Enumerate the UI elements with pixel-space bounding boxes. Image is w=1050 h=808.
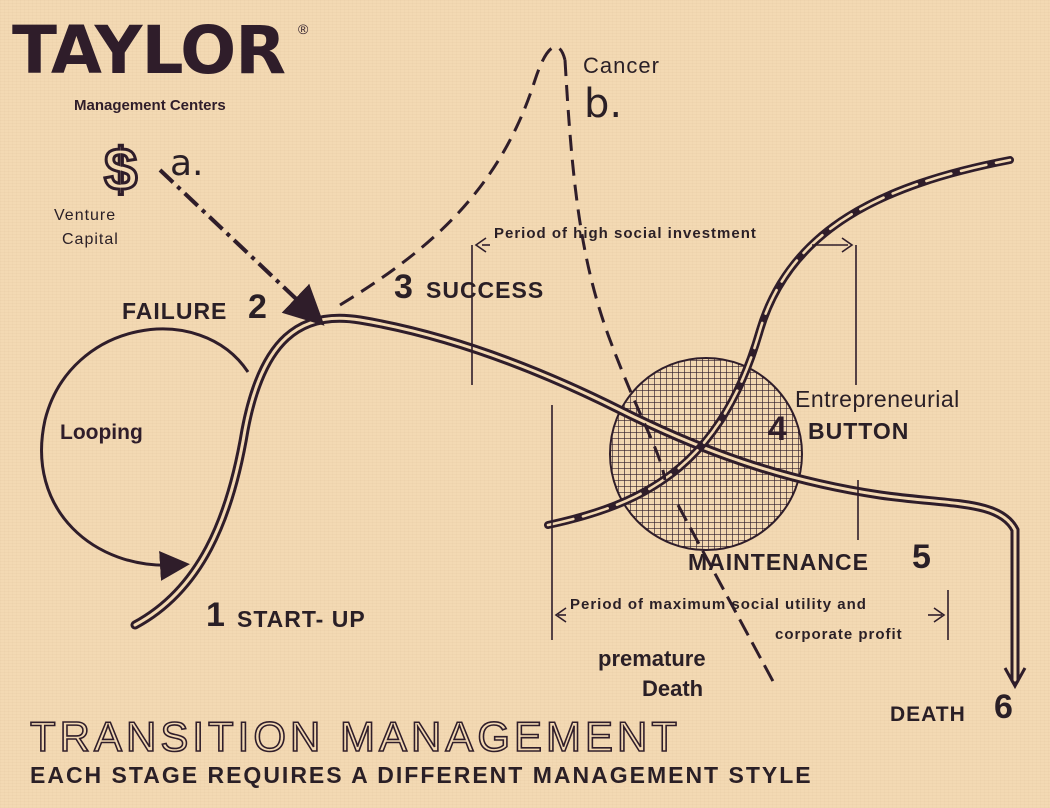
lifecycle-path	[130, 313, 1020, 685]
footer-title: TRANSITION MANAGEMENT	[29, 713, 682, 760]
entrepreneurial-button-circle	[609, 357, 803, 551]
startup-label: START- UP	[237, 606, 366, 632]
premature-death-line	[676, 504, 777, 686]
registered-mark: ®	[298, 21, 309, 37]
cancer-label: Cancer	[583, 53, 660, 78]
success-label: SUCCESS	[426, 277, 545, 303]
venture-label: Venture	[54, 207, 117, 224]
social-utility-label: Period of maximum social utility and	[570, 596, 867, 613]
cancer-rise-curve	[339, 45, 567, 307]
death-number: 6	[994, 688, 1013, 726]
looping-label: Looping	[60, 421, 143, 444]
capital-label: Capital	[62, 231, 119, 248]
dollar-icon: $	[102, 136, 138, 203]
death-label: DEATH	[890, 703, 966, 726]
premature-death-label: Death	[642, 676, 704, 701]
logo-wordmark: TAYLOR	[12, 12, 286, 89]
looping-arrow	[40, 327, 250, 581]
startup-number: 1	[206, 596, 225, 634]
marker-b: b.	[584, 81, 623, 127]
social-investment-bracket	[471, 237, 857, 385]
social-utility-bracket	[551, 405, 949, 640]
success-number: 3	[394, 268, 413, 306]
marker-a: a.	[170, 143, 204, 184]
maintenance-label: MAINTENANCE	[688, 549, 869, 575]
footer-subtitle: EACH STAGE REQUIRES A DIFFERENT MANAGEME…	[30, 762, 813, 788]
regeneration-path	[544, 156, 1014, 529]
failure-number: 2	[248, 288, 267, 326]
maintenance-number: 5	[912, 538, 931, 576]
corporate-profit-label: corporate profit	[775, 626, 903, 643]
button-number: 4	[768, 410, 787, 448]
entrepreneurial-label: Entrepreneurial	[795, 386, 960, 412]
venture-capital-arrow	[158, 168, 325, 326]
premature-label: premature	[598, 646, 706, 671]
button-label: BUTTON	[808, 418, 910, 444]
failure-label: FAILURE	[122, 298, 228, 324]
logo-subtitle: Management Centers	[74, 97, 226, 114]
death-arrow	[1003, 667, 1027, 690]
social-investment-label: Period of high social investment	[494, 225, 757, 242]
cancer-fall-curve	[563, 59, 667, 481]
